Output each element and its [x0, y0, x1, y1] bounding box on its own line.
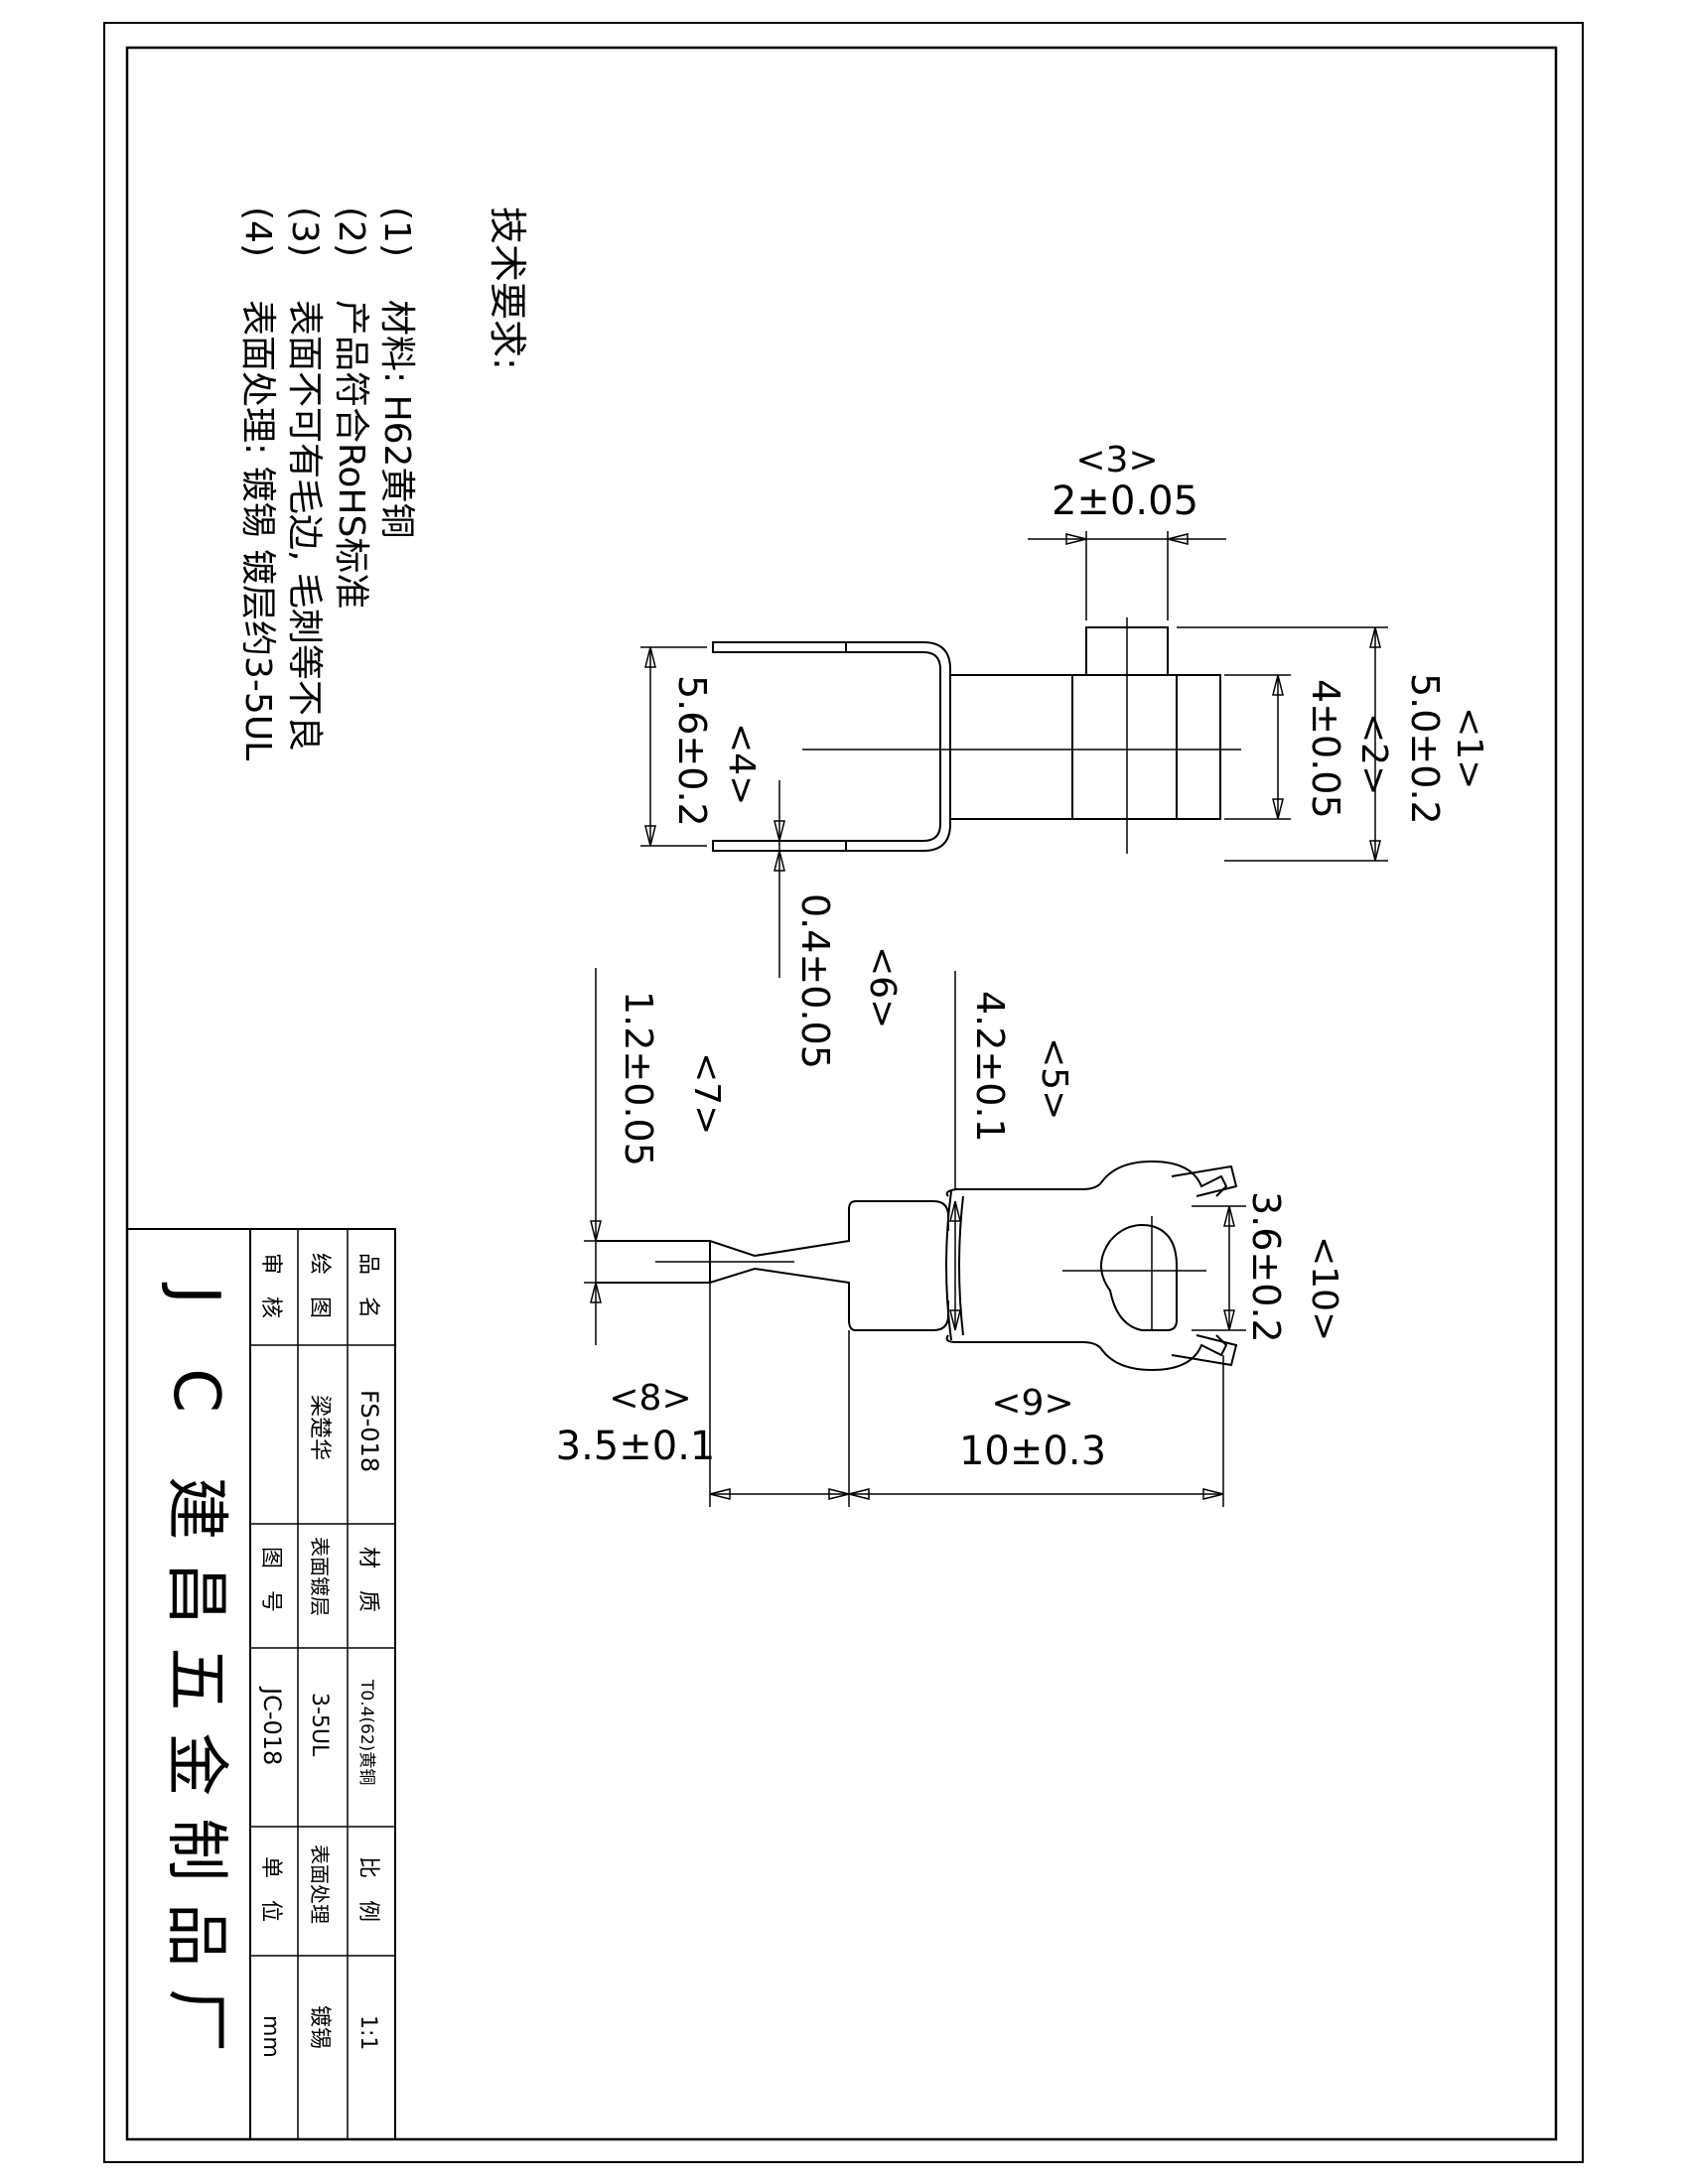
dim-10-value: 3.6±0.2: [1244, 1191, 1288, 1343]
dim-9-arrow-right: [1202, 1488, 1224, 1500]
tb-r1-label1: 品 名: [355, 1253, 380, 1318]
dim-4: <4> 5.6±0.2: [640, 646, 762, 847]
tech-requirements: 技术要求: (1) 材料: H62黄铜 (2) 产品符合RoHS标准 (3) 表…: [237, 206, 529, 760]
top-view-body: [949, 674, 1221, 820]
dim-9-value: 10±0.3: [959, 1429, 1106, 1474]
tech-item-text-3: 表面不可有毛边, 毛刺等不良: [284, 300, 325, 751]
title-block-frame: [126, 1228, 396, 2140]
tb-r3-label1: 审 核: [258, 1253, 283, 1318]
tech-item-num-4: (4): [237, 206, 278, 257]
dim-1: <1> 5.0±0.2: [1177, 626, 1489, 862]
tech-item-num-3: (3): [284, 206, 325, 257]
dim-5: <5> 4.2±0.1: [949, 971, 1074, 1331]
top-view-lead-outline: [712, 641, 951, 852]
dim-2: <2> 4±0.05: [1224, 674, 1394, 820]
tb-r2-value2: 3-5UL: [307, 1693, 332, 1757]
tb-r1-label2: 材 质: [355, 1547, 380, 1612]
side-view-clip-outline: [945, 1160, 1228, 1197]
dim-4-arrow-top: [644, 646, 656, 668]
dim-3-arrow-left: [1065, 533, 1087, 545]
dim-4-id: <4>: [721, 723, 762, 805]
dim-6-arrow-bot: [774, 850, 785, 872]
dim-8-value: 3.5±0.1: [556, 1424, 716, 1469]
dim-2-id: <2>: [1353, 713, 1394, 795]
side-view-prong-bot: [1171, 1334, 1238, 1367]
tb-r2-label3: 表面处理: [308, 1844, 332, 1924]
dim-6: <6> 0.4±0.05: [774, 780, 903, 1069]
dim-1-arrow-top: [1369, 626, 1381, 648]
side-view-tip: [596, 1200, 949, 1258]
tb-r1-label3: 比 例: [355, 1856, 380, 1922]
tech-item-num-1: (1): [376, 206, 417, 257]
tb-r3-value2: JC-018: [258, 1686, 286, 1765]
dim-4-arrow-bot: [644, 825, 656, 847]
tb-r3-value3: mm: [258, 2015, 283, 2058]
dim-3-arrow-right: [1167, 533, 1189, 545]
dim-10: <10> 3.6±0.2: [1192, 1191, 1344, 1343]
side-view-left-fold: [945, 1190, 952, 1341]
tb-r1-value2: T0.4(62)黄铜: [356, 1679, 376, 1785]
tech-item-text-4: 表面处理: 镀锡 镀层约3-5UL: [237, 300, 278, 760]
dim-3-id: <3>: [1075, 440, 1158, 480]
dim-1-arrow-bot: [1369, 840, 1381, 862]
title-block: 品 名 FS-018 材 质 T0.4(62)黄铜 比 例 1:1 绘 图 梁楚…: [126, 1228, 396, 2140]
dim-5-value: 4.2±0.1: [968, 991, 1012, 1143]
dim-8-arrow-left: [709, 1488, 731, 1500]
dim-5-arrow-bot: [949, 1309, 961, 1331]
dim-8: <8> 3.5±0.1: [556, 1283, 850, 1507]
tb-r1-value1: FS-018: [355, 1390, 383, 1472]
outer-border: [103, 22, 1584, 2163]
tech-item-text-1: 材料: H62黄铜: [376, 300, 417, 538]
dim-9: <9> 10±0.3: [848, 1355, 1224, 1507]
dim-5-arrow-top: [949, 1200, 961, 1222]
dim-10-id: <10>: [1304, 1236, 1344, 1341]
tech-item-text-2: 产品符合RoHS标准: [331, 300, 371, 609]
dim-3-value: 2±0.05: [1052, 478, 1198, 524]
tb-r2-label1: 绘 图: [307, 1253, 332, 1318]
dim-8-arrow-right: [828, 1488, 850, 1500]
dim-7-id: <7>: [686, 1052, 727, 1135]
dim-6-value: 0.4±0.05: [793, 893, 837, 1069]
dim-9-id: <9>: [991, 1383, 1073, 1424]
tb-r2-label2: 表面镀层: [308, 1537, 332, 1616]
dim-6-id: <6>: [862, 946, 903, 1028]
tb-r3-label2: 图 号: [258, 1547, 283, 1612]
dim-4-value: 5.6±0.2: [670, 675, 714, 827]
tb-r2-value3: 镀锡: [307, 2005, 332, 2049]
tb-company: J C 建昌五金制品厂: [159, 1282, 232, 2074]
side-view-part: [596, 1160, 1238, 1372]
side-view-tip-lower: [596, 1267, 949, 1331]
dim-2-arrow-top: [1272, 674, 1284, 696]
dim-2-arrow-bot: [1272, 798, 1284, 820]
top-view-part: [712, 617, 1241, 854]
dim-7: <7> 1.2±0.05: [584, 968, 727, 1345]
dim-1-id: <1>: [1449, 707, 1489, 789]
side-view-clip-outline-lower: [945, 1334, 1228, 1372]
dim-6-arrow-top: [774, 820, 785, 842]
dim-3: <3> 2±0.05: [1028, 440, 1226, 620]
tech-item-num-2: (2): [331, 206, 371, 257]
dim-2-value: 4±0.05: [1304, 679, 1347, 819]
dim-5-id: <5>: [1034, 1037, 1074, 1120]
dim-10-arrow-bot: [1223, 1309, 1235, 1331]
dim-8-id: <8>: [609, 1378, 691, 1419]
side-view-clip-hole: [1100, 1224, 1178, 1331]
tb-r1-value3: 1:1: [355, 2015, 380, 2050]
tb-r3-label3: 单 位: [258, 1856, 283, 1922]
side-view-prong-top: [1171, 1164, 1238, 1197]
dim-7-arrow-top: [590, 1220, 602, 1242]
tb-r2-value1: 梁楚华: [307, 1395, 332, 1460]
dim-10-arrow-top: [1223, 1205, 1235, 1227]
side-view-left-fold-inner: [958, 1195, 964, 1336]
dim-9-arrow-left: [848, 1488, 870, 1500]
inner-border: [125, 46, 1558, 2141]
dim-7-value: 1.2±0.05: [617, 991, 660, 1166]
dim-1-value: 5.0±0.2: [1403, 673, 1447, 825]
tech-heading: 技术要求:: [486, 206, 529, 370]
dim-7-arrow-bot: [590, 1282, 602, 1303]
